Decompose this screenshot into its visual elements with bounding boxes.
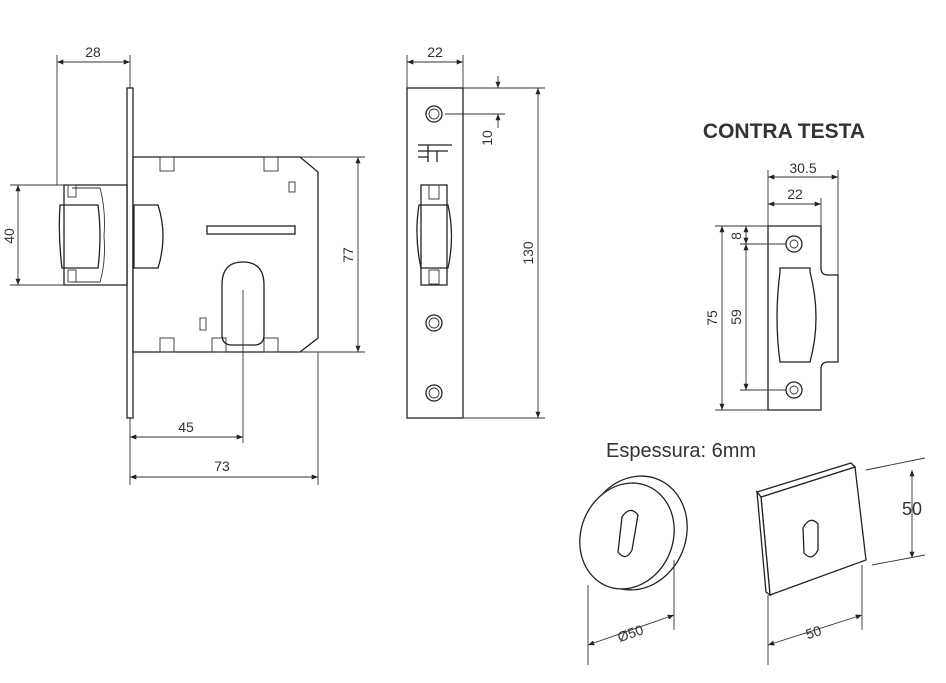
keyhole-outline [221,261,265,346]
latch-bolt [63,184,128,286]
brand-logo-icon [418,144,452,162]
dim-label-59: 59 [728,309,744,325]
dim-28: 28 [56,44,131,185]
dim-label-45: 45 [178,419,194,435]
dim-75: 75 [704,225,768,411]
dim-130: 130 [463,88,545,419]
dim-40: 40 [1,184,64,286]
dim-10: 10 [445,76,545,146]
faceplate-view [406,87,464,419]
dim-label-40: 40 [1,228,17,244]
dim-label-130: 130 [520,241,536,265]
dim-square-50-height: 50 [865,457,926,566]
dim-77: 77 [300,156,365,353]
round-escutcheon [579,475,688,591]
dim-label-30-5: 30.5 [789,160,816,176]
dim-square-50-width: 50 [767,565,863,665]
dim-label-square-50-width: 50 [804,622,824,642]
espessura-label: Espessura: 6mm [606,440,756,462]
dim-label-22-strike: 22 [787,186,803,202]
dim-73: 73 [130,352,319,485]
strike-plate-view [767,225,839,411]
faceplate [406,87,464,419]
dim-30-5: 30.5 [767,160,839,275]
dim-label-diameter-50: Ø50 [615,621,645,645]
dim-59: 59 [728,244,786,391]
dim-45: 45 [129,290,244,485]
dim-label-75: 75 [704,310,720,326]
dim-label-10: 10 [479,130,495,146]
dim-label-square-50-height: 50 [902,499,922,519]
dim-label-73: 73 [214,458,230,474]
dim-label-28: 28 [85,44,101,60]
dim-22-strike: 22 [768,186,822,226]
dim-label-22: 22 [427,44,443,60]
square-escutcheon [755,462,867,597]
dim-22-faceplate: 22 [406,44,464,88]
lock-front-plate [126,87,134,419]
dim-label-77: 77 [340,247,356,263]
strike-plate [767,225,839,411]
contra-testa-title: CONTRA TESTA [703,120,865,143]
dim-label-8: 8 [728,232,744,240]
lock-body-view [58,87,319,419]
